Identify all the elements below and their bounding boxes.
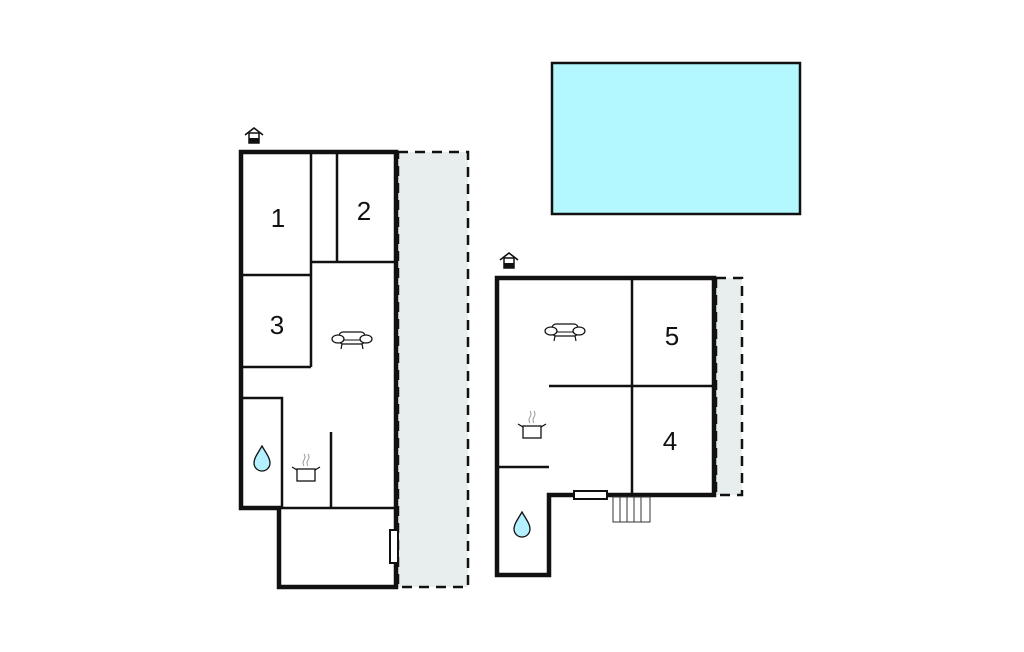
door-icon <box>389 529 399 564</box>
stairs-icon <box>612 496 651 523</box>
room-label-1: 1 <box>271 203 285 233</box>
water-drop-icon <box>513 511 531 538</box>
room-label-3: 3 <box>270 310 284 340</box>
outer-wall <box>238 149 399 590</box>
terrace <box>714 276 744 497</box>
sofa-icon <box>331 331 373 350</box>
interior-walls <box>241 152 396 510</box>
pool <box>550 61 802 216</box>
building-left: 1 2 3 <box>238 127 470 590</box>
building-right: 5 4 <box>494 252 744 578</box>
door-icon <box>573 490 608 500</box>
room-label-2: 2 <box>357 196 371 226</box>
house-entrance-icon <box>499 252 519 269</box>
water-drop-icon <box>253 445 271 472</box>
outer-wall <box>494 275 717 578</box>
sofa-icon <box>544 323 586 342</box>
room-label-5: 5 <box>665 321 679 351</box>
cooking-pot-icon <box>517 410 547 439</box>
interior-walls <box>497 278 714 495</box>
cooking-pot-icon <box>291 453 321 482</box>
terrace <box>396 150 470 589</box>
room-label-4: 4 <box>663 426 677 456</box>
house-entrance-icon <box>244 127 264 144</box>
